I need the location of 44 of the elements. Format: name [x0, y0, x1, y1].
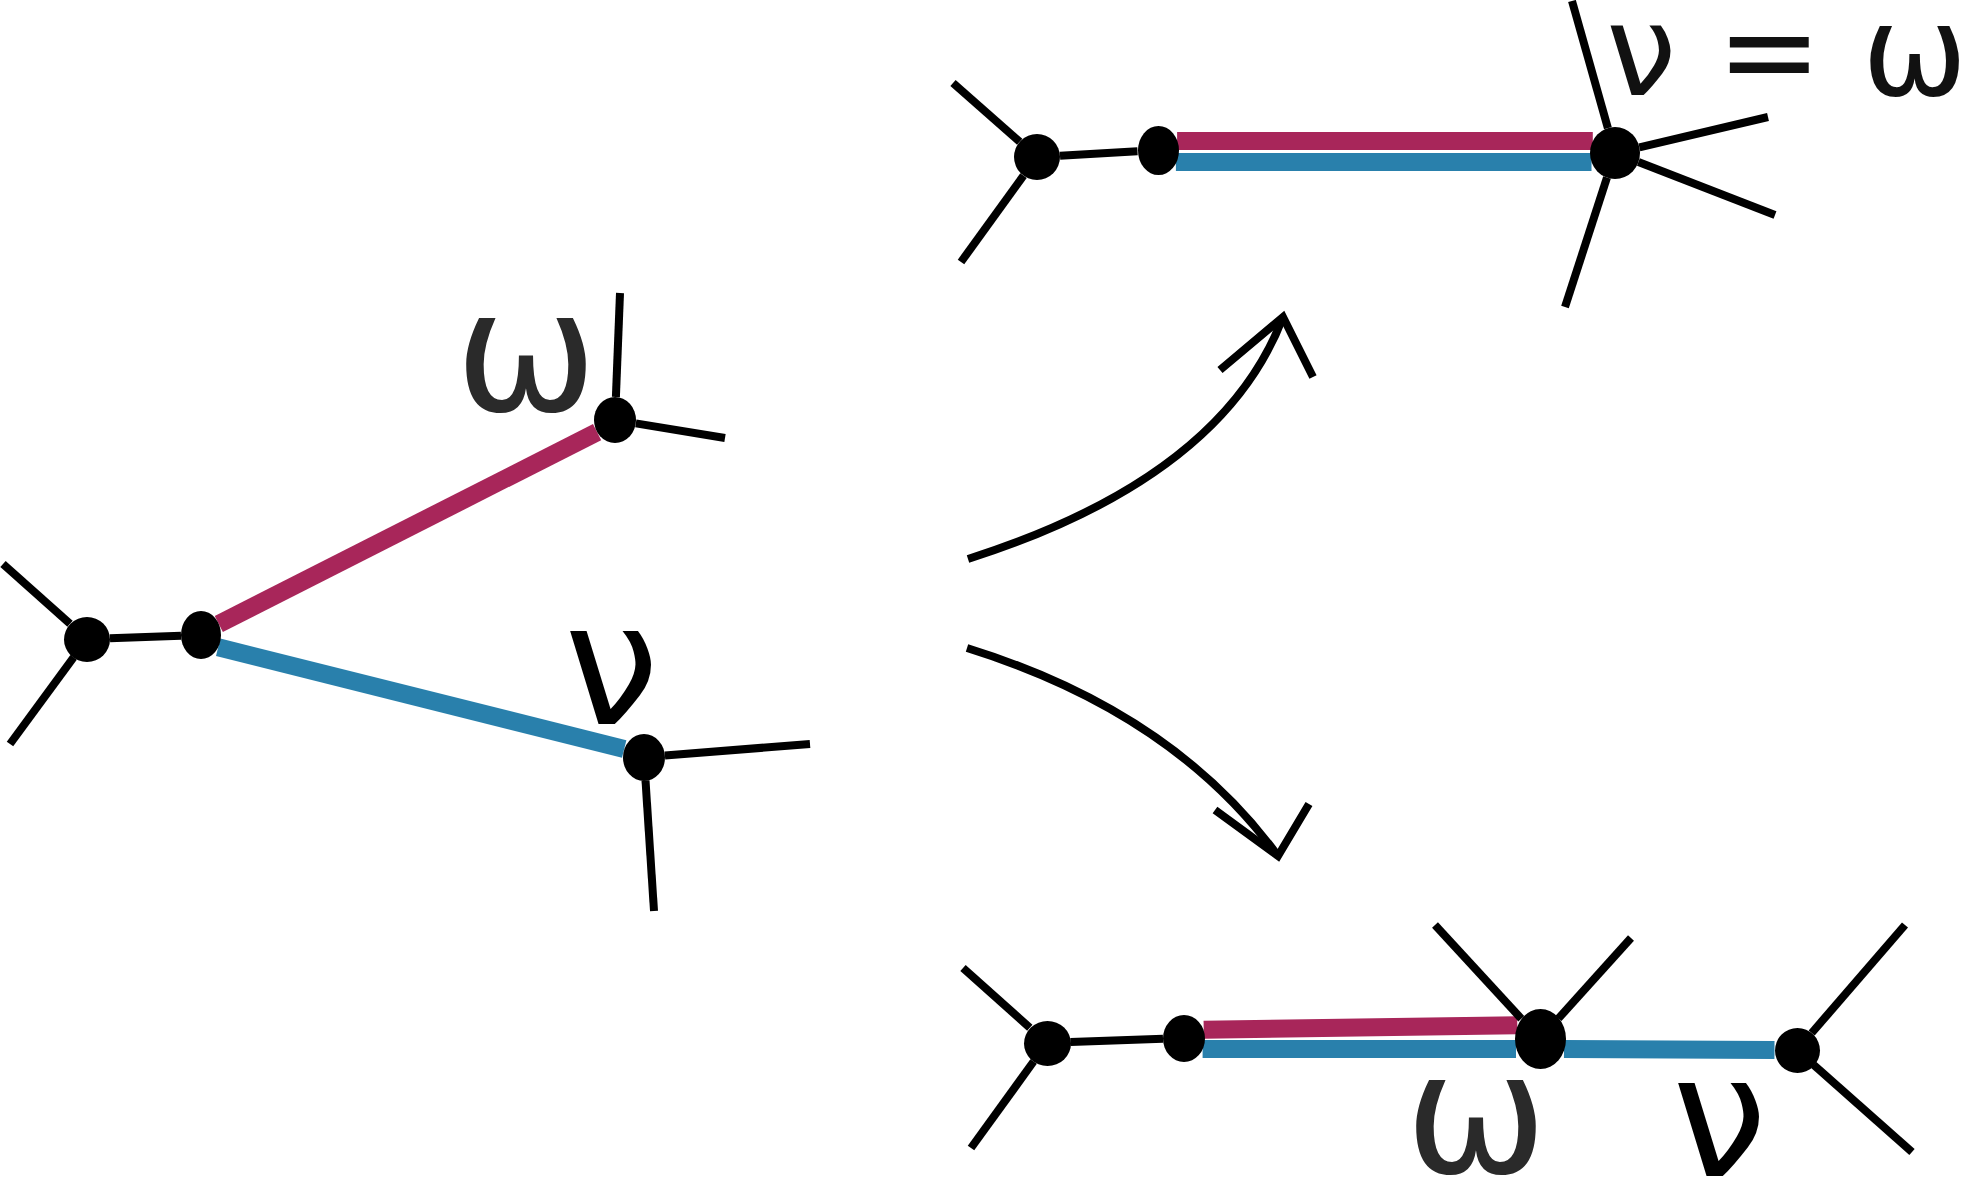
variable-label: ν — [1672, 1058, 1767, 1177]
vertex-dot — [1014, 134, 1060, 180]
dangling-edge — [950, 80, 1023, 145]
dangling-edge — [641, 780, 658, 912]
dangling-edge — [957, 173, 1027, 265]
dangling-edge — [1568, 0, 1612, 130]
dangling-edge — [6, 654, 77, 747]
dangling-edge — [0, 561, 73, 627]
dangling-edge — [635, 419, 726, 442]
graph-edge — [1203, 1016, 1518, 1039]
graph-edge — [109, 631, 182, 643]
graph-edge — [214, 424, 602, 633]
vertex-dot — [623, 733, 665, 781]
dangling-edge — [967, 1059, 1037, 1151]
variable-label: ω — [455, 293, 598, 412]
vertex-dot — [1774, 1027, 1820, 1073]
dangling-edge — [1636, 158, 1777, 219]
graph-edge — [216, 638, 627, 758]
graph-edge — [1175, 153, 1592, 171]
vertex-dot — [1590, 127, 1640, 179]
dangling-edge — [960, 965, 1033, 1031]
dangling-edge — [611, 292, 624, 398]
graph-edge — [1177, 132, 1593, 150]
variable-label: ν = ω — [1606, 8, 1968, 97]
vertex-dot — [1163, 1014, 1205, 1062]
graph-edge — [1070, 1034, 1164, 1047]
dangling-edge — [664, 740, 811, 760]
vertex-dot — [181, 611, 221, 659]
variable-label: ν — [564, 606, 659, 725]
dangling-edge — [1808, 922, 1909, 1036]
vertex-dot — [1023, 1020, 1071, 1066]
dangling-edge — [1561, 176, 1611, 309]
vertex-dot — [1514, 1009, 1566, 1069]
dangling-edge — [1555, 935, 1634, 1022]
vertex-dot — [64, 616, 110, 662]
graph-edge — [1202, 1040, 1516, 1058]
graph-edge — [1563, 1040, 1775, 1059]
dangling-edge — [1638, 113, 1769, 152]
dangling-edge — [1811, 1061, 1915, 1155]
dangling-edge — [1432, 922, 1525, 1022]
vertex-dot — [594, 397, 636, 443]
vertex-dot — [1137, 125, 1179, 175]
graph-edge — [1059, 147, 1138, 160]
variable-label: ω — [1405, 1055, 1548, 1174]
